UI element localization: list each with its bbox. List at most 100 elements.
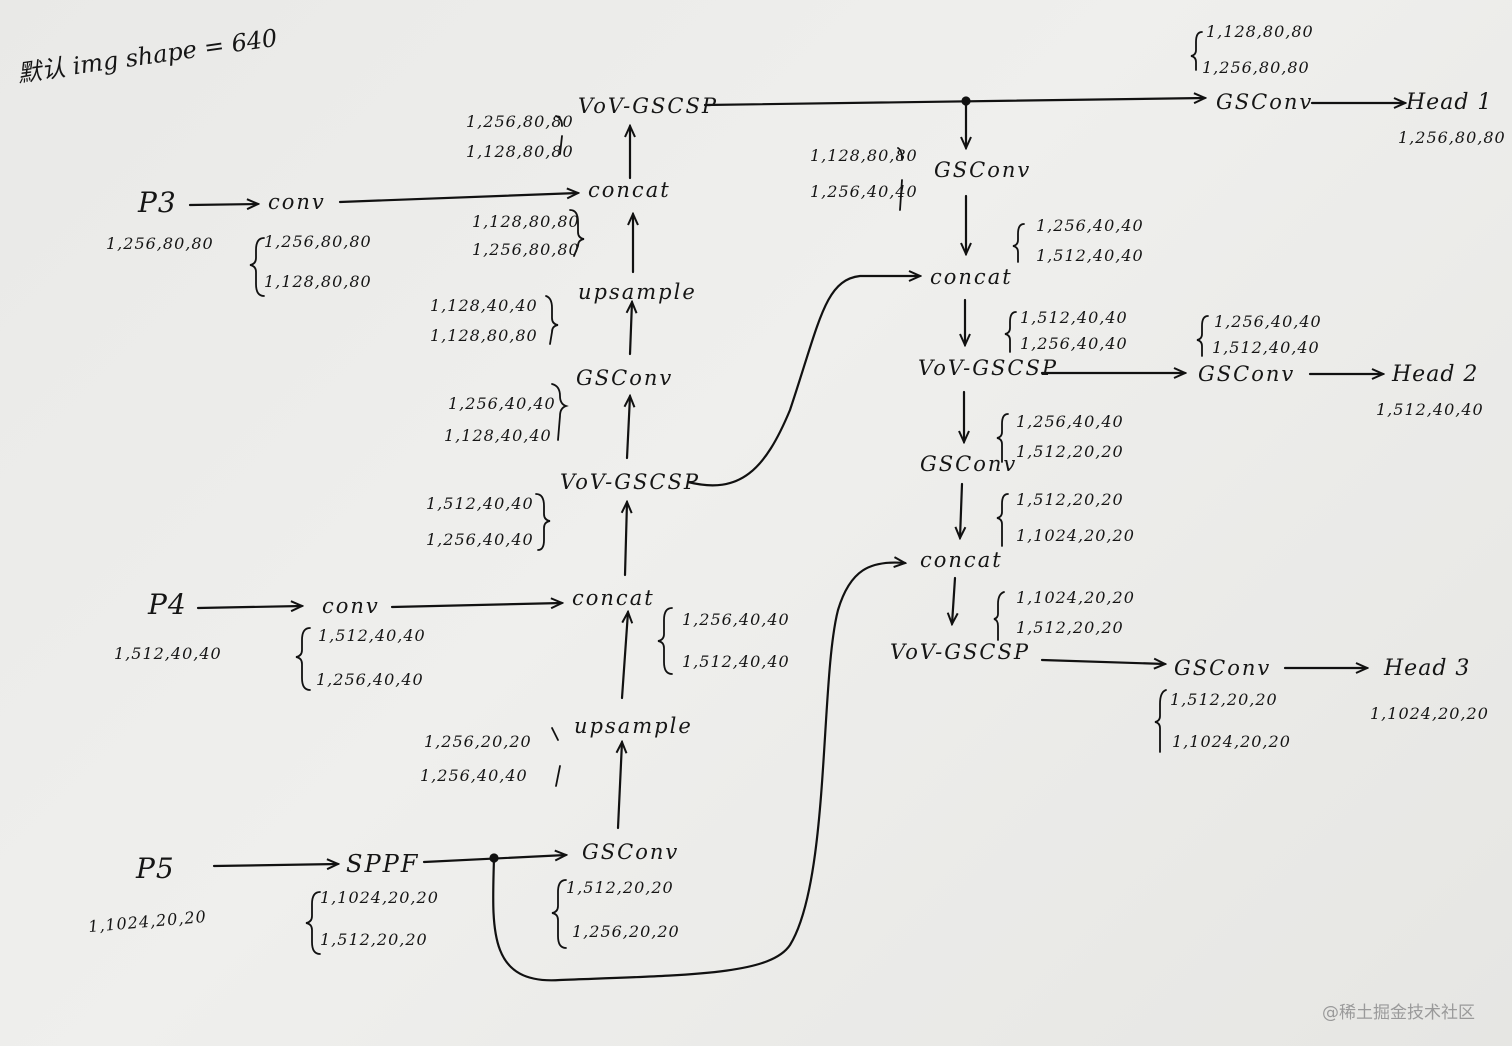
- concat-mid-shape-out: 1,512,40,40: [682, 652, 790, 671]
- gsconv-h2-shape-in: 1,256,40,40: [1214, 312, 1322, 331]
- brace-conv-p4: [295, 627, 311, 691]
- upsample-high-node: upsample: [578, 280, 697, 304]
- head2-label: Head 2: [1392, 362, 1479, 387]
- arrow-vov-gsconv-mid: [627, 396, 630, 460]
- watermark: @稀土掘金技术社区: [1322, 1003, 1475, 1023]
- p4-shape: 1,512,40,40: [114, 644, 222, 663]
- arrow-gsconv-r2-concat-r2: [960, 482, 962, 538]
- concat-top-shape-out: 1,256,80,80: [472, 240, 580, 259]
- gsconv-h3-shape-in: 1,512,20,20: [1170, 690, 1278, 709]
- input-p5-label: P5: [136, 852, 175, 885]
- vov-r2-node: VoV-GSCSP: [890, 640, 1030, 664]
- brace-concat-top: [569, 209, 585, 257]
- brace-upsample-high: [545, 295, 559, 345]
- brace-gsconv-mid: [551, 383, 569, 441]
- gsconv-p5-shape-out: 1,256,20,20: [572, 922, 680, 941]
- arrow-concat-vov-mid: [625, 502, 627, 577]
- gsconv-h2-node: GSConv: [1198, 362, 1296, 386]
- arrow-concat-r2-vov-r2: [952, 576, 955, 624]
- head3-label: Head 3: [1384, 656, 1471, 681]
- upsample-low-node: upsample: [574, 714, 693, 738]
- head1-shape: 1,256,80,80: [1398, 128, 1506, 147]
- concat-r1-shape-in: 1,256,40,40: [1036, 216, 1144, 235]
- gsconv-h1-shape-out: 1,256,80,80: [1202, 58, 1310, 77]
- gsconv-mid-shape-out: 1,128,40,40: [444, 426, 552, 445]
- input-p3-label: P3: [138, 186, 177, 219]
- gsconv-r1-shape-out: 1,256,40,40: [810, 182, 918, 201]
- brace-vov-r2: [993, 591, 1005, 641]
- vov-mid-shape-out: 1,256,40,40: [426, 530, 534, 549]
- brace-upsample-low: [551, 727, 561, 787]
- sppf-node: SPPF: [346, 850, 420, 878]
- sppf-shape-out: 1,512,20,20: [320, 930, 428, 949]
- concat-r2-shape-out: 1,1024,20,20: [1016, 526, 1135, 545]
- vov-mid-node: VoV-GSCSP: [560, 470, 700, 494]
- conv-p4-shape-in: 1,512,40,40: [318, 626, 426, 645]
- vov-r2-shape-in: 1,1024,20,20: [1016, 588, 1135, 607]
- concat-mid-node: concat: [572, 586, 655, 610]
- brace-concat-mid: [657, 607, 673, 675]
- concat-top-node: concat: [588, 178, 671, 202]
- brace-gsconv-h1: [1190, 31, 1203, 71]
- gsconv-h1-node: GSConv: [1216, 90, 1314, 114]
- gsconv-r2-shape-in: 1,256,40,40: [1016, 412, 1124, 431]
- arrow-vov-top-gsconv-h1: [703, 98, 1205, 107]
- arrow-vov-r2-gsconv-h3: [1040, 660, 1165, 664]
- concat-mid-shape-in: 1,256,40,40: [682, 610, 790, 629]
- vov-top-shape-out: 1,128,80,80: [466, 142, 574, 161]
- concat-r1-node: concat: [930, 265, 1013, 289]
- upsample-low-shape-out: 1,256,40,40: [420, 766, 528, 785]
- arrow-p3-conv: [188, 204, 258, 205]
- brace-conv-p3: [249, 237, 265, 297]
- brace-concat-r2: [996, 493, 1009, 547]
- arrow-conv-concat-top: [338, 193, 578, 204]
- head2-shape: 1,512,40,40: [1376, 400, 1484, 419]
- arrow-vov-mid-concat-r1: [686, 276, 920, 487]
- brace-gsconv-h3: [1154, 689, 1167, 753]
- vov-r2-shape-out: 1,512,20,20: [1016, 618, 1124, 637]
- arrow-upsample-concat-mid: [620, 612, 628, 700]
- arrow-gsconv-upsample-low: [618, 742, 622, 830]
- upsample-high-shape-in: 1,128,40,40: [430, 296, 538, 315]
- gsconv-r2-shape-out: 1,512,20,20: [1016, 442, 1124, 461]
- brace-gsconv-r2: [996, 413, 1009, 463]
- gsconv-h3-shape-out: 1,1024,20,20: [1172, 732, 1291, 751]
- vov-top-shape-in: 1,256,80,80: [466, 112, 574, 131]
- concat-r2-node: concat: [920, 548, 1003, 572]
- conv-p3-shape-out: 1,128,80,80: [264, 272, 372, 291]
- gsconv-p5-node: GSConv: [582, 840, 680, 864]
- brace-vov-mid: [535, 493, 551, 551]
- arrow-gsconv-upsample-high: [630, 302, 632, 356]
- concat-top-shape-in: 1,128,80,80: [472, 212, 580, 231]
- upsample-high-shape-out: 1,128,80,80: [430, 326, 538, 345]
- head3-shape: 1,1024,20,20: [1370, 704, 1489, 723]
- gsconv-h1-shape-in: 1,128,80,80: [1206, 22, 1314, 41]
- vov-r1-node: VoV-GSCSP: [918, 356, 1058, 380]
- gsconv-r1-node: GSConv: [934, 158, 1032, 182]
- gsconv-h2-shape-out: 1,512,40,40: [1212, 338, 1320, 357]
- concat-r2-shape-in: 1,512,20,20: [1016, 490, 1124, 509]
- brace-concat-r1: [1012, 223, 1025, 263]
- arrow-conv-concat-mid: [390, 603, 562, 607]
- arrow-p4-conv: [196, 606, 302, 608]
- gsconv-mid-node: GSConv: [576, 366, 674, 390]
- vov-top-node: VoV-GSCSP: [578, 94, 718, 118]
- vov-r1-shape-in: 1,512,40,40: [1020, 308, 1128, 327]
- upsample-low-shape-in: 1,256,20,20: [424, 732, 532, 751]
- brace-gsconv-h2: [1196, 315, 1209, 357]
- arrow-sppf-concat-r2: [492, 563, 905, 982]
- p3-shape: 1,256,80,80: [106, 234, 214, 253]
- brace-vov-top: [555, 115, 563, 155]
- brace-sppf: [305, 891, 321, 955]
- vov-r1-shape-out: 1,256,40,40: [1020, 334, 1128, 353]
- vov-mid-shape-in: 1,512,40,40: [426, 494, 534, 513]
- conv-p4-shape-out: 1,256,40,40: [316, 670, 424, 689]
- sppf-shape-in: 1,1024,20,20: [320, 888, 439, 907]
- conv-p3-node: conv: [268, 190, 326, 214]
- concat-r1-shape-out: 1,512,40,40: [1036, 246, 1144, 265]
- brace-vov-r1: [1004, 311, 1017, 353]
- gsconv-h3-node: GSConv: [1174, 656, 1272, 680]
- brace-gsconv-r1: [897, 147, 903, 211]
